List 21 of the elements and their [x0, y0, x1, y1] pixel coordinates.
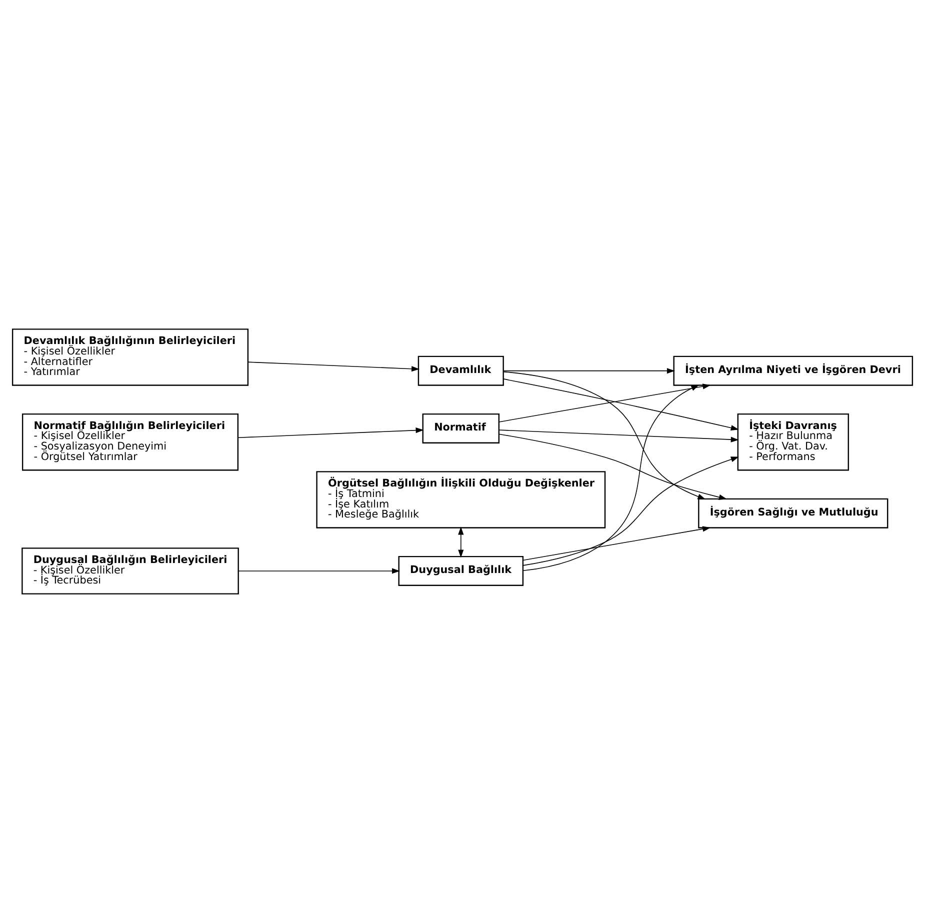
- node-box: Örgütsel Bağlılığın İlişkili Olduğu Değişkenler - İş Tatmini - İşe Katılım - Mesleğe Bağlılık: [316, 471, 606, 528]
- arrow: [238, 568, 400, 574]
- arrow: [458, 526, 464, 558]
- node-box: Duygusal Bağlılığın Belirleyicileri - Kişisel Özellikler - İş Tecrübesi: [22, 548, 239, 594]
- arrow: [522, 526, 711, 561]
- arrow: [503, 371, 706, 500]
- node-box: Devamlılık: [418, 356, 504, 386]
- arrow: [503, 368, 675, 374]
- node-box: İşgören Sağlığı ve Mutluluğu: [698, 498, 888, 528]
- node-box: İşten Ayrılma Niyeti ve İşgören Devri: [673, 356, 914, 386]
- node-box: Normatif: [422, 413, 500, 444]
- node-box: Devamlılık Bağlılığının Belirleyicileri - Kişisel Özellikler - Alternatifler - Yatırımlar: [12, 328, 249, 386]
- node-box: Normatif Bağlılığın Belirleyicileri - Kişisel Özellikler - Sosyalizasyon Deneyimi - Örgütsel Yatırımlar: [22, 413, 239, 471]
- arrow: [498, 434, 727, 500]
- arrow: [248, 362, 420, 372]
- arrow: [238, 428, 424, 438]
- node-box: İşteki Davranış - Hazır Bulunma - Örg. Vat. Dav. - Performans: [737, 413, 849, 471]
- arrow: [498, 430, 739, 442]
- arrow: [522, 456, 739, 566]
- node-box: Duygusal Bağlılık: [398, 556, 524, 586]
- arrow: [503, 378, 739, 431]
